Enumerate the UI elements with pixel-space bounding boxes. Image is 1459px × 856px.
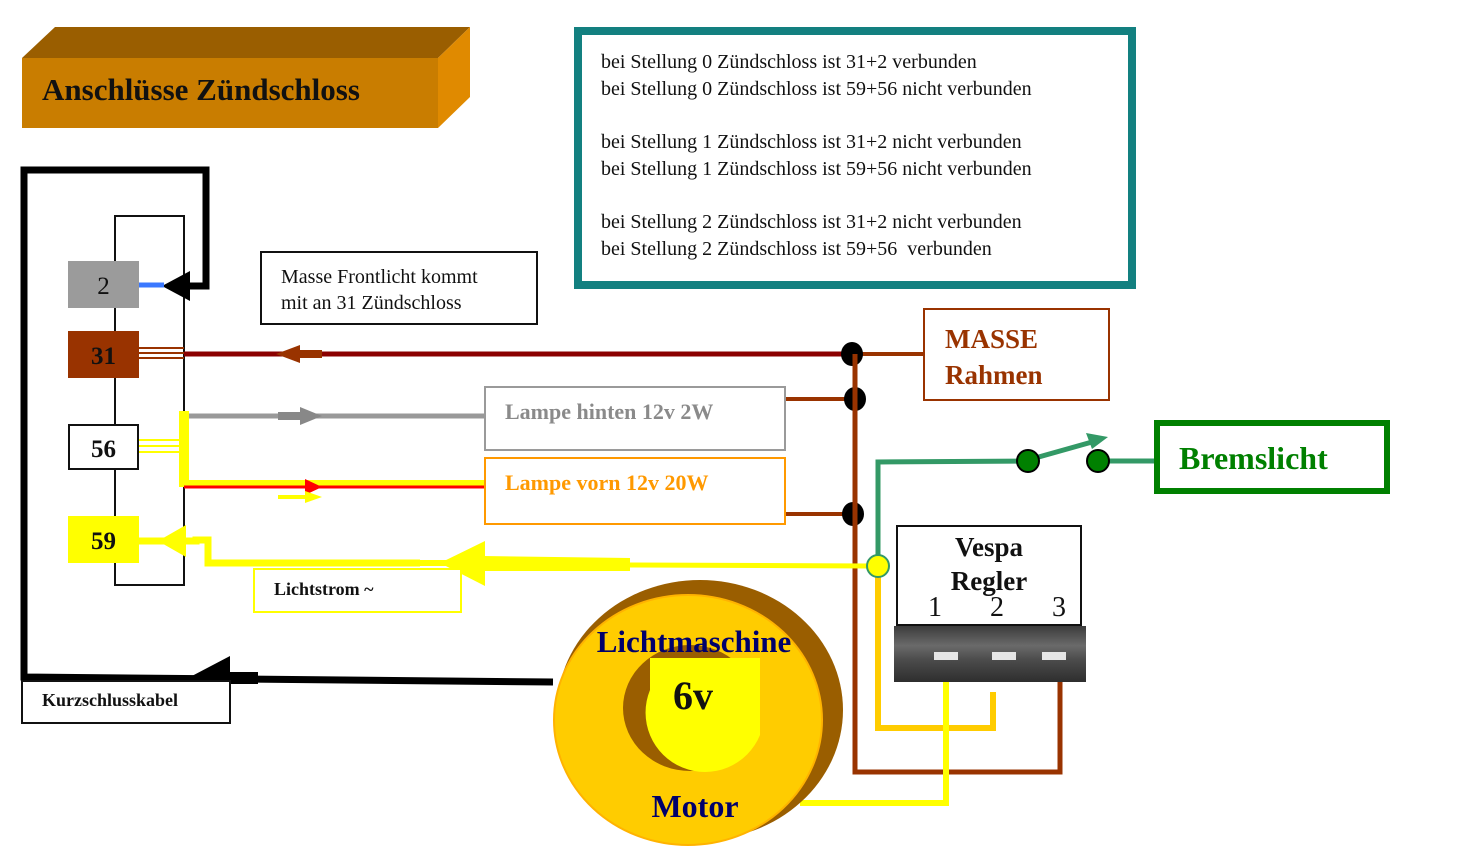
wire-regulator-amber xyxy=(875,566,996,731)
regulator-box: Vespa Regler 1 2 3 xyxy=(896,525,1082,626)
terminal-2: 2 xyxy=(68,261,139,308)
terminal-56: 56 xyxy=(68,424,139,470)
ignition-switch-frame xyxy=(114,215,185,586)
regulator-pin-tab-3 xyxy=(1042,652,1066,660)
info-line: bei Stellung 2 Zündschloss ist 31+2 nich… xyxy=(601,211,1022,233)
arrow-short-circuit-top xyxy=(162,271,190,301)
front-lamp-box: Lampe vorn 12v 20W xyxy=(484,457,786,525)
light-current-label: Lichtstrom ~ xyxy=(253,568,462,613)
wire-light-current-right xyxy=(629,562,871,569)
title-top-face xyxy=(22,27,470,58)
wire-light-current-thick xyxy=(483,556,630,571)
brake-switch-contact-2 xyxy=(1086,449,1110,473)
regulator-pin-1: 1 xyxy=(928,592,942,623)
regulator-photo xyxy=(894,626,1086,682)
terminal-56-bus xyxy=(179,411,189,487)
regulator-pin-tab-1 xyxy=(934,652,958,660)
generator-label: Lichtmaschine xyxy=(596,624,792,659)
arrow-59 xyxy=(158,525,186,557)
terminal-31: 31 xyxy=(68,331,139,378)
arrow-short-circuit-shaft xyxy=(228,672,258,684)
info-line: bei Stellung 0 Zündschloss ist 59+56 nic… xyxy=(601,78,1032,100)
brake-light-box: Bremslicht xyxy=(1154,420,1390,494)
brake-switch-contact-1 xyxy=(1016,449,1040,473)
wire-generator-pin1 xyxy=(800,650,949,806)
arrow-lamp-rear xyxy=(300,407,322,425)
switch-positions-info: bei Stellung 0 Zündschloss ist 31+2 verb… xyxy=(574,27,1136,289)
regulator-title-2: Regler xyxy=(950,566,1028,596)
arrow-lamp-rear-shaft xyxy=(278,412,302,420)
regulator-pin-3: 3 xyxy=(1052,592,1066,623)
page-title: Anschlüsse Zündschloss xyxy=(22,58,438,128)
arrow-light-current xyxy=(440,541,485,586)
arrow-lamp-front-yellow-shaft xyxy=(278,495,306,499)
note-line-2: mit an 31 Zündschloss xyxy=(281,292,462,314)
arrow-lamp-front-yellow xyxy=(305,491,322,503)
info-line: bei Stellung 2 Zündschloss ist 59+56 ver… xyxy=(601,238,992,260)
brake-switch-arrow xyxy=(1086,433,1108,449)
short-cable-label: Kurzschlusskabel xyxy=(21,680,231,724)
arrow-lamp-front xyxy=(305,479,322,495)
generator-core xyxy=(645,658,760,772)
info-line: bei Stellung 1 Zündschloss ist 59+56 nic… xyxy=(601,158,1032,180)
short-circuit-wire xyxy=(20,166,554,686)
info-line: bei Stellung 1 Zündschloss ist 31+2 nich… xyxy=(601,131,1022,153)
motor-label: Motor xyxy=(651,788,739,824)
ground-note: Masse Frontlicht kommt mit an 31 Zündsch… xyxy=(260,251,538,325)
title-side-face xyxy=(438,27,470,128)
regulator-pin-tab-2 xyxy=(992,652,1016,660)
rahmen-label: Rahmen xyxy=(945,360,1043,390)
note-line-1: Masse Frontlicht kommt xyxy=(281,266,478,288)
info-line: bei Stellung 0 Zündschloss ist 31+2 verb… xyxy=(601,51,977,73)
rear-lamp-box: Lampe hinten 12v 2W xyxy=(484,386,786,451)
arrow-ground-31 xyxy=(276,345,300,363)
junction-light-current xyxy=(866,554,890,578)
generator-voltage: 6v xyxy=(673,673,713,718)
terminal-59: 59 xyxy=(68,516,139,563)
masse-label: MASSE xyxy=(945,324,1039,354)
regulator-pin-2: 2 xyxy=(990,592,1004,623)
arrow-ground-31-shaft xyxy=(298,350,322,358)
ground-frame-box: MASSE Rahmen xyxy=(923,308,1110,401)
wire-light-current xyxy=(139,536,420,567)
regulator-title-1: Vespa xyxy=(954,532,1024,562)
junction-dot-1 xyxy=(841,342,863,366)
wire-brake-light xyxy=(875,458,1029,566)
